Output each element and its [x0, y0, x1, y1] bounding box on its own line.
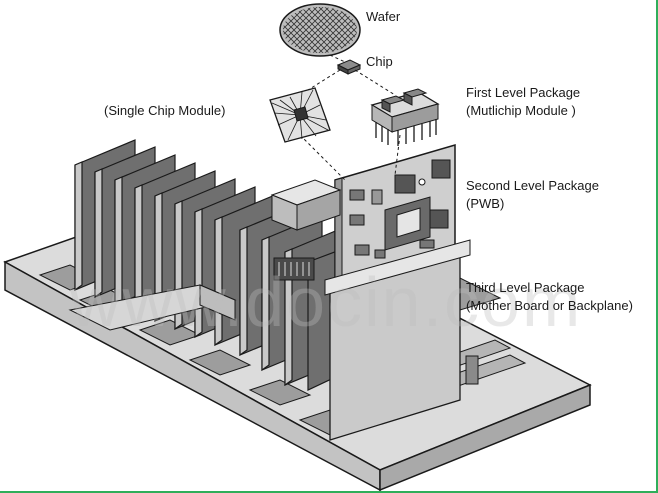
multichip-module — [370, 88, 440, 146]
label-first-level-package: First Level Package — [466, 85, 581, 100]
label-wafer: Wafer — [366, 9, 401, 24]
label-chip: Chip — [366, 54, 393, 69]
wafer-disc — [279, 3, 361, 57]
single-chip-module — [269, 87, 331, 143]
leader-lines — [299, 54, 401, 181]
label-second-level-package: Second Level Package — [466, 178, 599, 193]
label-single-chip-module: (Single Chip Module) — [104, 103, 226, 118]
pwb-card — [324, 144, 471, 441]
label-first-level-detail: (Mutlichip Module ) — [466, 103, 576, 118]
label-second-level-detail: (PWB) — [466, 196, 505, 211]
label-third-level-detail: (Mother Board or Backplane) — [466, 298, 633, 313]
card-rack — [68, 139, 346, 391]
watermark: www.docin.com — [70, 263, 583, 341]
support-block — [270, 179, 342, 231]
chip — [336, 59, 362, 75]
label-third-level-package: Third Level Package — [466, 280, 585, 295]
